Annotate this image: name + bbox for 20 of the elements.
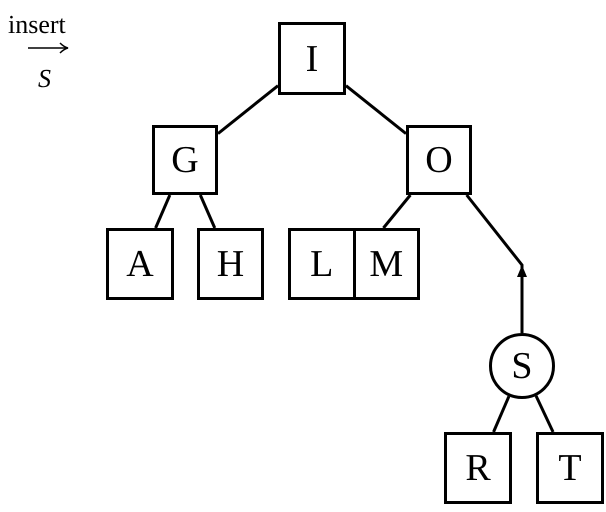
connector-line: [154, 194, 172, 229]
connector-line: [382, 194, 412, 229]
key-box: A: [106, 228, 174, 300]
key-box: I: [278, 22, 346, 95]
operation-label: insert: [8, 12, 66, 38]
circle-node: S: [489, 333, 555, 399]
key-label: S: [38, 66, 51, 92]
key-box: H: [197, 228, 264, 300]
connector-line: [198, 194, 216, 229]
connector-line: [345, 84, 407, 135]
connector-line: [492, 396, 510, 433]
arrow: [465, 194, 527, 333]
key-box: O: [406, 125, 472, 195]
key-box: L: [288, 228, 356, 300]
key-box: T: [536, 432, 604, 504]
key-box: R: [444, 432, 512, 504]
connector-line: [217, 84, 279, 135]
key-box: G: [152, 125, 218, 195]
connector-line: [534, 395, 554, 433]
key-box: M: [356, 228, 420, 300]
